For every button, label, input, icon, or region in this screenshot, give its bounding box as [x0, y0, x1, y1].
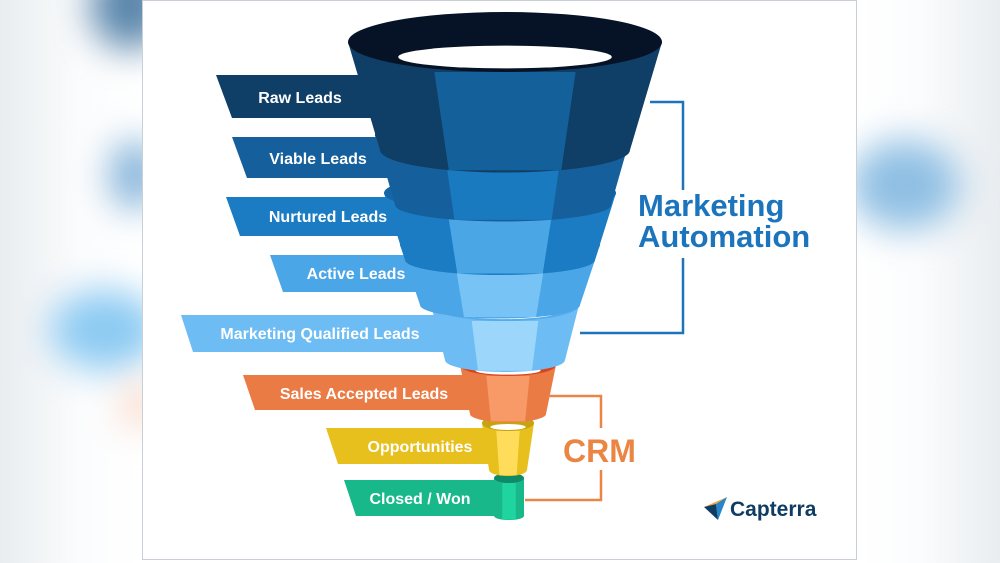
- ribbon-marketing-qualified-leads: [181, 315, 490, 352]
- funnel-opening: [398, 45, 612, 69]
- stage-label-sales-accepted-leads: Sales Accepted Leads: [280, 386, 448, 403]
- stage-label-viable-leads: Viable Leads: [269, 151, 367, 168]
- stage-label-nurtured-leads: Nurtured Leads: [269, 209, 387, 226]
- funnel-front-face: [447, 213, 553, 274]
- ribbon-sales-accepted-leads: [243, 375, 502, 410]
- crm-label: CRM: [563, 433, 636, 469]
- funnel-segments: [348, 12, 662, 520]
- funnel-opening: [490, 423, 526, 431]
- funnel-front-face: [471, 321, 539, 371]
- background-blur-left: [50, 290, 160, 370]
- background-blur-right: [850, 140, 960, 230]
- capterra-logo-icon-orange: [704, 497, 727, 507]
- capterra-logo-text: Capterra: [730, 498, 817, 521]
- capterra-logo-icon-blue: [716, 497, 727, 520]
- funnel-front-face: [496, 431, 520, 476]
- funnel-segment-opportunities: [482, 415, 534, 476]
- funnel-front-face: [445, 157, 561, 220]
- funnel-segment-closed-won: [494, 473, 524, 520]
- stage-label-opportunities: Opportunities: [368, 439, 473, 456]
- capterra-logo: Capterra: [704, 497, 817, 521]
- stage-label-marketing-qualified-leads: Marketing Qualified Leads: [220, 326, 419, 343]
- funnel-segment-raw-leads: [348, 12, 662, 173]
- funnel-front-face: [455, 263, 545, 318]
- marketing-automation-label-line2: Automation: [638, 219, 810, 254]
- stage-label-closed-won: Closed / Won: [369, 491, 470, 508]
- marketing-bracket: [580, 100, 685, 335]
- capterra-logo-icon-dark: [704, 504, 718, 520]
- funnel-front-face: [486, 376, 530, 422]
- crm-bracket: [525, 394, 603, 502]
- funnel-front-face: [434, 72, 576, 171]
- ribbon-opportunities: [326, 428, 510, 464]
- marketing-automation-label-line1: Marketing: [638, 188, 784, 223]
- funnel-front-face: [502, 483, 516, 520]
- stage-label-raw-leads: Raw Leads: [258, 90, 342, 107]
- stage-label-active-leads: Active Leads: [307, 266, 406, 283]
- ribbon-closed-won: [344, 480, 517, 516]
